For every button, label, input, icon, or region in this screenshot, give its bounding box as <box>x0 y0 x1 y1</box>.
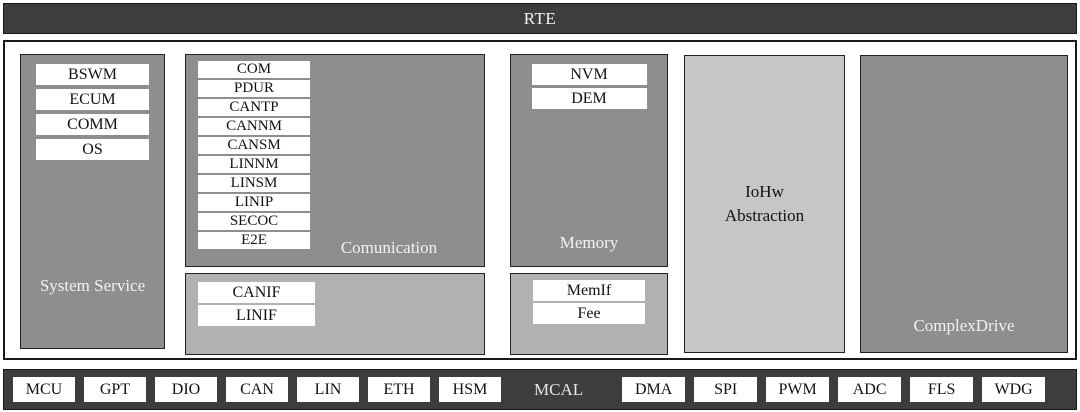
module-fee: Fee <box>533 303 645 324</box>
module-wdg: WDG <box>982 377 1046 402</box>
module-can: CAN <box>226 377 288 402</box>
mcal-label: MCAL <box>534 379 584 399</box>
module-cansm: CANSM <box>198 137 310 154</box>
system-service-panel: BSWM ECUM COMM OS System Service <box>20 54 165 349</box>
module-dem: DEM <box>531 88 647 109</box>
module-dma: DMA <box>622 377 686 402</box>
communication-interface-panel: CANIF LINIF <box>185 273 485 355</box>
module-dio: DIO <box>155 377 217 402</box>
iohw-label-line2: Abstraction <box>724 206 805 225</box>
module-fls: FLS <box>910 377 974 402</box>
iohw-label-line1: IoHw <box>745 182 784 202</box>
module-comm: COMM <box>36 114 149 135</box>
module-mcu: MCU <box>13 377 75 402</box>
module-gpt: GPT <box>84 377 146 402</box>
complex-drive-panel: ComplexDrive <box>860 55 1068 353</box>
communication-interface-modules: CANIF LINIF <box>186 274 484 326</box>
module-ecum: ECUM <box>36 89 149 110</box>
bsw-panel: BSWM ECUM COMM OS System Service COM PDU… <box>3 40 1077 360</box>
module-e2e: E2E <box>198 232 310 249</box>
memory-label: Memory <box>559 233 619 252</box>
module-spi: SPI <box>694 377 758 402</box>
rte-label: RTE <box>523 8 557 28</box>
module-secoc: SECOC <box>198 213 310 230</box>
memory-modules: NVM DEM <box>511 55 667 109</box>
communication-modules: COM PDUR CANTP CANNM CANSM LINNM LINSM L… <box>186 55 484 249</box>
module-hsm: HSM <box>439 377 501 402</box>
communication-label: Comunication <box>340 238 438 257</box>
module-linif: LINIF <box>198 305 315 326</box>
module-com: COM <box>198 61 310 78</box>
module-lin: LIN <box>297 377 359 402</box>
memory-panel: NVM DEM Memory <box>510 54 668 267</box>
system-service-modules: BSWM ECUM COMM OS <box>21 55 164 160</box>
memory-interface-panel: MemIf Fee <box>510 273 668 355</box>
module-linnm: LINNM <box>198 156 310 173</box>
module-pdur: PDUR <box>198 80 310 97</box>
module-cantp: CANTP <box>198 99 310 116</box>
module-cannm: CANNM <box>198 118 310 135</box>
iohw-abstraction-panel: IoHw Abstraction <box>684 55 845 353</box>
module-eth: ETH <box>368 377 430 402</box>
complex-drive-label: ComplexDrive <box>913 316 1015 335</box>
module-memif: MemIf <box>533 280 645 301</box>
module-pwm: PWM <box>766 377 830 402</box>
module-bswm: BSWM <box>36 64 149 85</box>
mcal-layer-bar: MCU GPT DIO CAN LIN ETH HSM MCAL DMA SPI… <box>3 369 1077 410</box>
module-canif: CANIF <box>198 282 315 303</box>
communication-panel: COM PDUR CANTP CANNM CANSM LINNM LINSM L… <box>185 54 485 267</box>
memory-interface-modules: MemIf Fee <box>511 274 667 324</box>
rte-layer-bar: RTE <box>3 3 1077 34</box>
module-adc: ADC <box>838 377 902 402</box>
module-linsm: LINSM <box>198 175 310 192</box>
module-linip: LINIP <box>198 194 310 211</box>
module-nvm: NVM <box>531 64 647 85</box>
module-os: OS <box>36 139 149 160</box>
system-service-label: System Service <box>39 276 146 295</box>
